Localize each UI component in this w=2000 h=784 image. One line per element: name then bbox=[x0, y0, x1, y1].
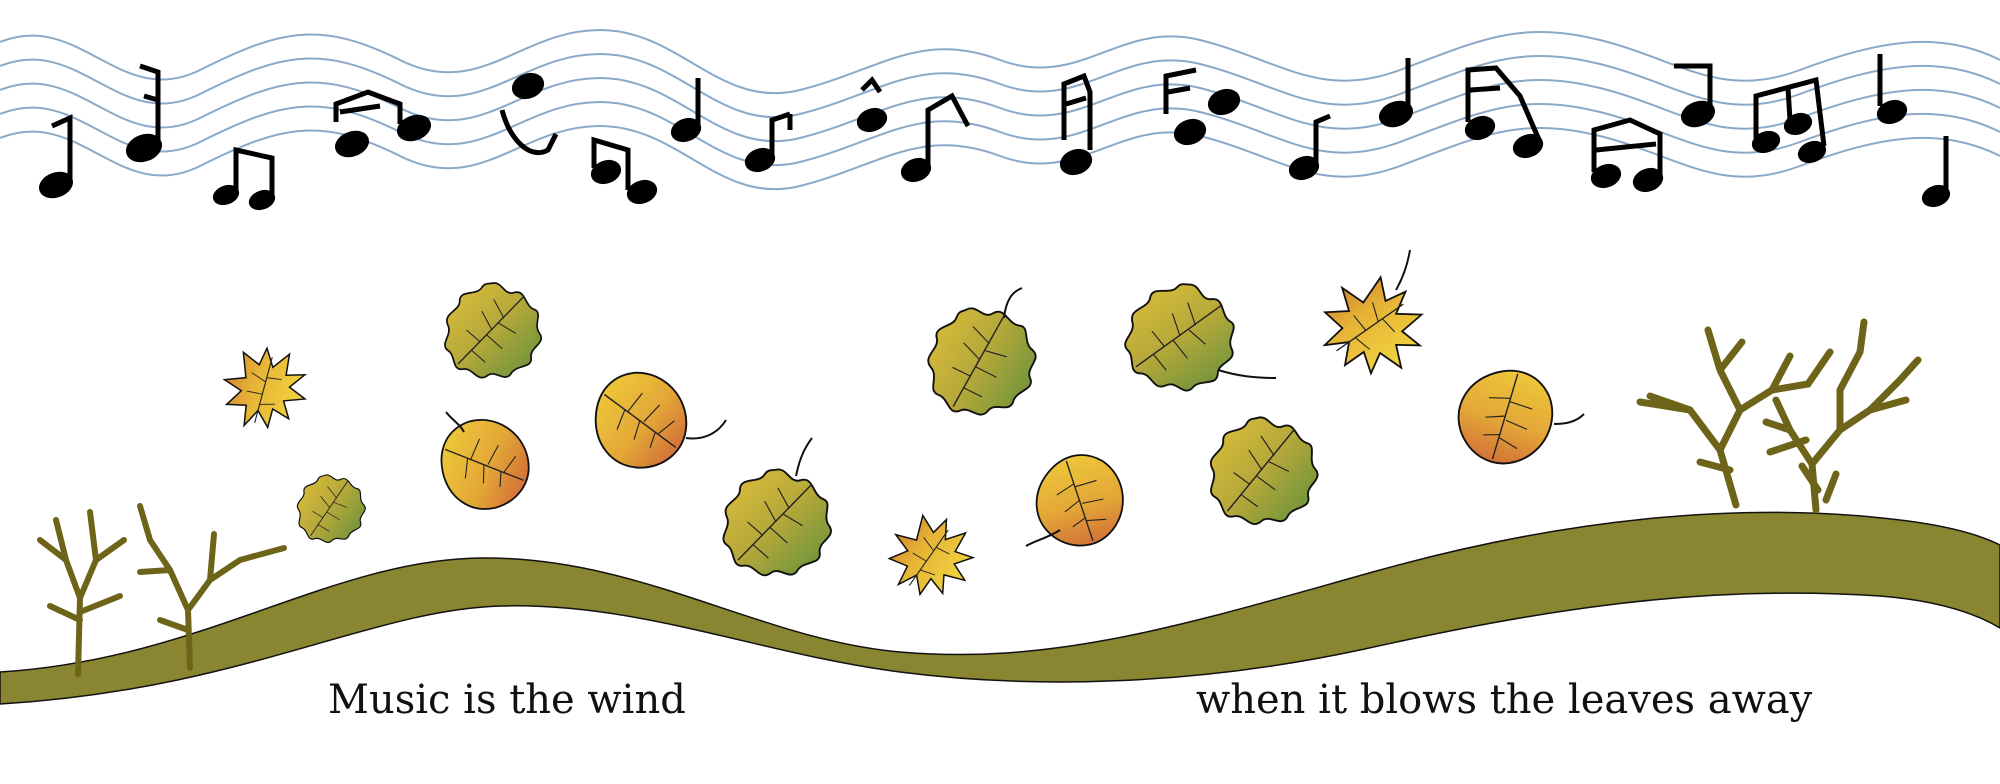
leaf-icon bbox=[444, 282, 543, 379]
music-note-icon bbox=[1379, 58, 1413, 128]
leaf-stem bbox=[1395, 249, 1411, 291]
leaf-stem bbox=[1217, 369, 1277, 379]
caption-right: when it blows the leaves away bbox=[1196, 677, 1813, 723]
music-note-icon bbox=[333, 89, 431, 158]
music-note-icon bbox=[1464, 65, 1544, 159]
leaf-stem bbox=[445, 411, 465, 433]
leaf-stem bbox=[1003, 287, 1023, 319]
music-note-icon bbox=[212, 146, 276, 211]
leaf-icon bbox=[590, 367, 691, 473]
music-note-icon bbox=[856, 76, 888, 133]
leaf-stem bbox=[1553, 413, 1585, 425]
music-note-icon bbox=[499, 72, 559, 155]
music-note-icon bbox=[670, 78, 702, 143]
music-note-icon bbox=[744, 111, 793, 173]
leaf-stem bbox=[795, 437, 813, 477]
falling-leaves bbox=[207, 249, 1585, 603]
music-note-icon bbox=[1590, 117, 1664, 193]
leaf-icon bbox=[882, 507, 979, 603]
leaf-icon bbox=[722, 468, 832, 577]
leaf-stem bbox=[1025, 529, 1061, 547]
music-note-icon bbox=[1921, 136, 1951, 208]
music-note-icon bbox=[590, 136, 658, 205]
leaf-icon bbox=[1117, 274, 1245, 399]
tree-icon bbox=[37, 503, 287, 677]
caption-left: Music is the wind bbox=[328, 677, 686, 723]
music-notes bbox=[39, 54, 1951, 211]
hill bbox=[0, 511, 2000, 705]
leaf-icon bbox=[290, 468, 371, 548]
leaf-icon bbox=[428, 405, 542, 522]
leaf-icon bbox=[1204, 411, 1323, 529]
leaf-icon bbox=[207, 330, 321, 443]
leaf-stem bbox=[685, 419, 727, 440]
music-note-icon bbox=[126, 63, 162, 163]
music-note-icon bbox=[39, 114, 73, 199]
music-note-icon bbox=[1674, 63, 1715, 128]
leaf-icon bbox=[1315, 267, 1432, 382]
music-note-icon bbox=[1288, 113, 1331, 181]
music-note-icon bbox=[1059, 72, 1093, 176]
music-note-icon bbox=[1163, 67, 1241, 146]
leaf-icon bbox=[1020, 439, 1142, 562]
tree-icon bbox=[1636, 318, 1922, 514]
leaf-icon bbox=[1443, 354, 1570, 479]
music-note-icon bbox=[1751, 76, 1827, 164]
music-note-icon bbox=[1876, 54, 1908, 125]
leaf-icon bbox=[914, 294, 1048, 427]
music-note-icon bbox=[900, 92, 971, 183]
